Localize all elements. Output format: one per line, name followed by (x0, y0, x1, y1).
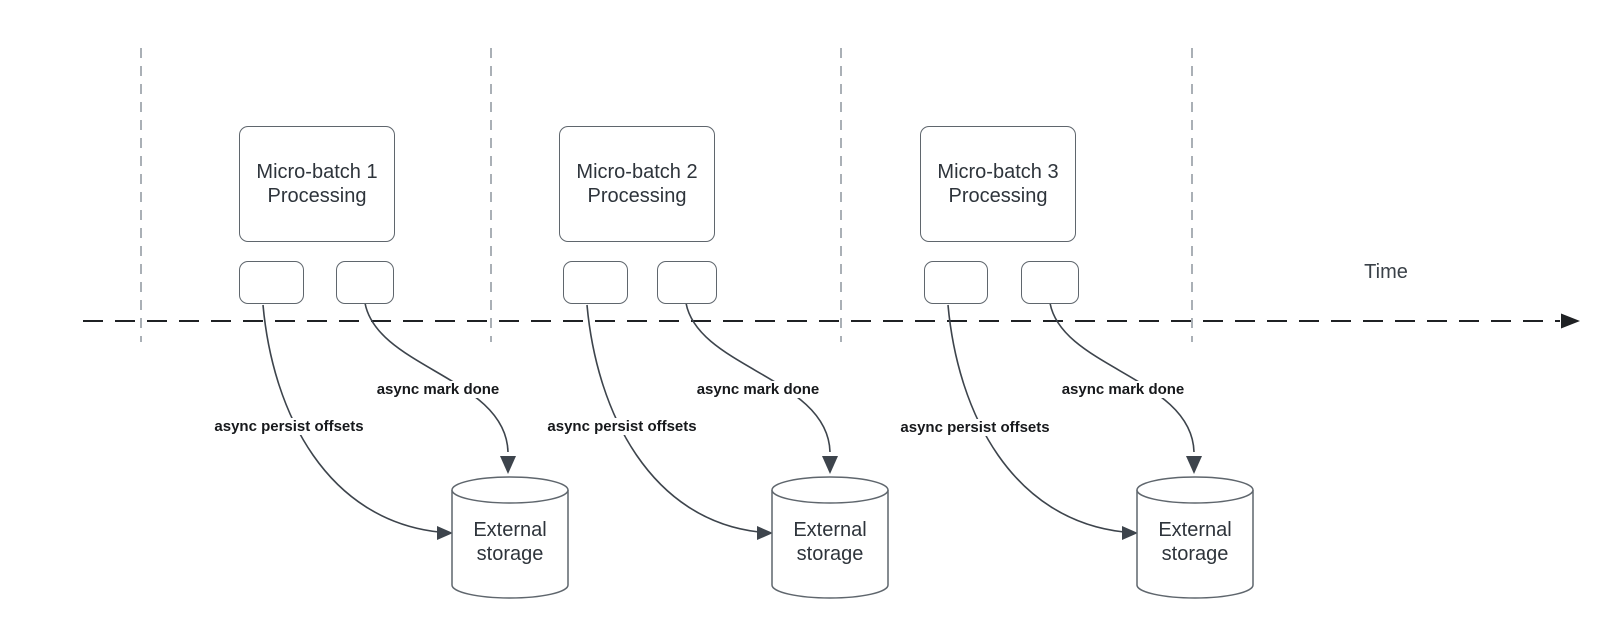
batch2-done-task-box (657, 261, 717, 304)
batch2-processing-title: Micro-batch 2 Processing (576, 161, 698, 207)
batch3-processing-title: Micro-batch 3 Processing (937, 161, 1059, 207)
batch2-persist-offsets-arrow (586, 304, 760, 533)
batch1-mark-done-label: async mark done (374, 381, 502, 398)
batch2-storage-label: External storage (793, 519, 867, 565)
batch3-mark-done-arrowhead-icon (1186, 456, 1202, 474)
batch3-done-task-box (1021, 261, 1079, 304)
batch2-offset-task-box (563, 261, 628, 304)
batch1-arrows (262, 302, 509, 533)
time-axis-label: Time (1364, 261, 1408, 283)
batch1-persist-arrowhead-icon (437, 526, 453, 540)
batch2-storage-cylinder (771, 476, 889, 599)
batch1-persist-offsets-arrow (262, 304, 440, 533)
interval-divider-lines (140, 48, 1193, 342)
batch3-persist-offsets-label: async persist offsets (898, 419, 1052, 436)
batch1-storage-label: External storage (473, 519, 547, 565)
batch3-offset-task-box (924, 261, 988, 304)
batch1-mark-done-arrow (364, 302, 509, 453)
batch1-processing-title: Micro-batch 1 Processing (256, 161, 378, 207)
batch1-persist-offsets-label: async persist offsets (212, 418, 366, 435)
batch1-storage-cylinder (451, 476, 569, 599)
batch1-offset-task-box (239, 261, 304, 304)
batch2-arrows (586, 302, 831, 533)
batch2-persist-arrowhead-icon (757, 526, 773, 540)
batch3-persist-offsets-arrow (947, 304, 1125, 533)
batch2-mark-done-arrowhead-icon (822, 456, 838, 474)
time-axis (83, 313, 1580, 329)
batch2-processing-box: Micro-batch 2 Processing (559, 126, 715, 242)
batch3-mark-done-label: async mark done (1059, 381, 1187, 398)
batch3-mark-done-arrow (1049, 302, 1195, 453)
batch2-mark-done-arrow (685, 302, 831, 453)
batch3-persist-arrowhead-icon (1122, 526, 1138, 540)
batch1-done-task-box (336, 261, 394, 304)
time-axis-arrowhead-icon (1561, 313, 1580, 329)
batch3-storage-cylinder (1136, 476, 1254, 599)
batch1-processing-box: Micro-batch 1 Processing (239, 126, 395, 242)
batch3-processing-box: Micro-batch 3 Processing (920, 126, 1076, 242)
batch1-mark-done-arrowhead-icon (500, 456, 516, 474)
batch2-persist-offsets-label: async persist offsets (545, 418, 699, 435)
batch3-storage-label: External storage (1158, 519, 1232, 565)
batch2-mark-done-label: async mark done (694, 381, 822, 398)
batch3-arrows (947, 302, 1195, 533)
storage-cylinders (451, 476, 1254, 599)
